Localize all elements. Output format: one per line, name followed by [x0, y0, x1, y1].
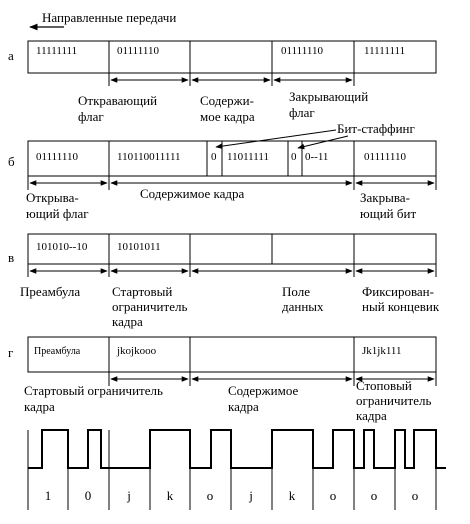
symbol-label: o: [412, 488, 419, 503]
frame-bar: [27, 233, 437, 265]
cell-text: 101010--10: [36, 241, 88, 253]
row-letter: а: [8, 48, 14, 63]
bit-stuffing-callout: Бит-стаффинг: [337, 121, 415, 136]
symbol-label: 0: [85, 488, 92, 503]
row-letter: б: [8, 154, 15, 169]
cell-text: 0--11: [305, 151, 328, 163]
signal-line: [28, 429, 446, 469]
field-label: Закрыва-ющий бит: [360, 190, 416, 221]
cell-text: Jk1jk111: [362, 345, 402, 357]
symbol-label: o: [207, 488, 214, 503]
cell-text: 01111110: [117, 45, 159, 57]
frame-bar: [27, 140, 437, 177]
symbol-label: k: [289, 488, 296, 503]
symbol-label: o: [330, 488, 337, 503]
row-a: а 11111111 01111110 01111110 11111111 От…: [8, 40, 437, 124]
cell-text: 110110011111: [117, 151, 181, 163]
cell-text: 11011111: [227, 151, 269, 163]
cell-text: 01111110: [36, 151, 78, 163]
frame-bar: [27, 336, 437, 373]
callout-leaders: [215, 129, 349, 150]
cell-text: 01111110: [364, 151, 406, 163]
row-d: г Преамбула jkojkooo Jk1jk111 Стартовый …: [8, 336, 437, 423]
direction-label: Направленные передачи: [42, 10, 176, 25]
row-c: в 101010--10 10101011 Преамбула Стартовы…: [8, 233, 440, 329]
symbol-label: j: [248, 488, 253, 503]
row-b: б 01111110 110110011111 0 11011111 0 0--…: [8, 121, 437, 221]
signal-waveform: 1 0 j k o j k o o o: [27, 429, 446, 510]
field-label: Открыва-ющий флаг: [26, 190, 89, 221]
row-letter: в: [8, 250, 14, 265]
field-label: Преамбула: [20, 284, 80, 299]
row-letter: г: [8, 345, 13, 360]
cell-text: Преамбула: [34, 346, 81, 357]
symbol-label: k: [167, 488, 174, 503]
field-label: Содержимое кадра: [140, 186, 245, 201]
frame-bar: [27, 40, 437, 74]
field-label: Содержи-мое кадра: [200, 93, 255, 124]
cell-text: 01111110: [281, 45, 323, 57]
stuffed-bit: 0: [211, 151, 217, 163]
cell-text: 10101011: [117, 241, 161, 253]
symbol-label: 1: [45, 488, 52, 503]
cell-text: 11111111: [36, 45, 77, 57]
signal-symbols: 1 0 j k o j k o o o: [45, 488, 419, 503]
cell-text: jkojkooo: [116, 345, 157, 357]
direction-arrow: Направленные передачи: [29, 10, 176, 31]
stuffed-bit: 0: [291, 151, 297, 163]
symbol-label: j: [126, 488, 131, 503]
field-label: Фиксирован-ный концевик: [362, 284, 440, 314]
symbol-label: o: [371, 488, 378, 503]
cell-text: 11111111: [364, 45, 405, 57]
